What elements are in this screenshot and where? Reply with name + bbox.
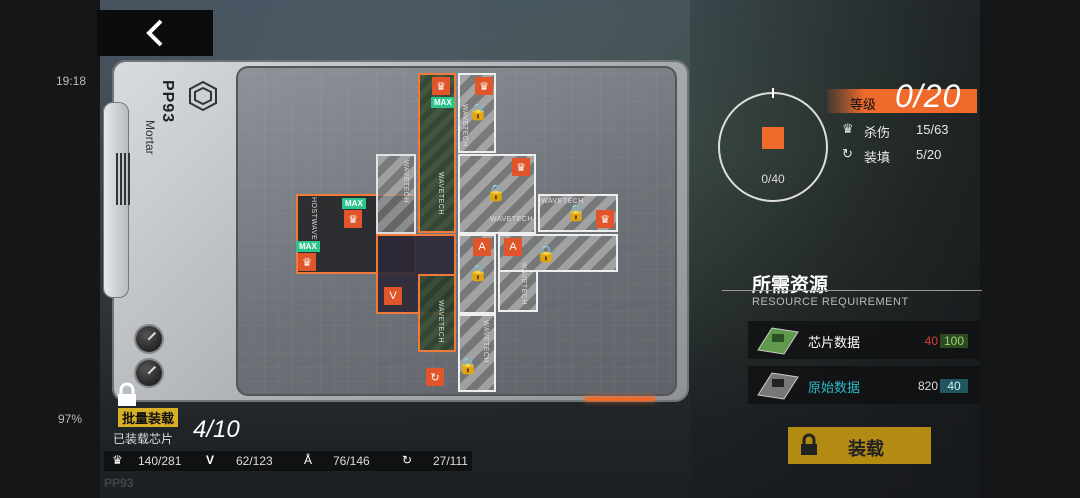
equipped-chips-label: 已装载芯片	[113, 432, 174, 446]
resource-need: 40	[940, 379, 968, 393]
chip-piece-lower-column[interactable]	[418, 274, 456, 352]
lock-icon: 🔒	[458, 358, 478, 375]
resource-row-chip-data[interactable]: 芯片数据 40 100	[748, 321, 980, 359]
card-knob-bottom	[136, 360, 162, 386]
reload-icon: ↻	[842, 146, 853, 161]
gun-name-ghost: PP93	[104, 476, 134, 490]
kill-icon: ♛	[512, 158, 530, 176]
reload-icon: ↻	[426, 368, 444, 386]
battery-label: 97%	[58, 412, 83, 426]
a-icon: A	[473, 238, 491, 256]
lock-icon	[801, 433, 817, 455]
bottom-stats-bar	[104, 451, 472, 471]
reload-icon: ↻	[402, 453, 413, 467]
chip-brand: WAVETECH	[490, 216, 533, 223]
max-badge: MAX	[431, 97, 455, 108]
lock-icon: 🔒	[566, 205, 586, 222]
chip-data-icon	[757, 327, 799, 355]
resource-count: 820 40	[908, 379, 968, 393]
chip-brand: WAVETECH	[541, 198, 584, 205]
v-icon: V	[384, 287, 402, 305]
resource-name: 芯片数据	[808, 335, 861, 350]
resource-need: 100	[940, 334, 968, 348]
lock-icon	[118, 382, 136, 406]
kill-icon: ♛	[432, 77, 450, 95]
kill-stat-label: 杀伤	[864, 125, 891, 140]
kill-icon: ♛	[344, 210, 362, 228]
chip-piece-right-lower-stem[interactable]	[498, 270, 538, 312]
resource-row-raw-data[interactable]: 原始数据 820 40	[748, 366, 980, 404]
resource-have: 820	[917, 379, 938, 393]
max-badge: MAX	[296, 241, 320, 252]
left-margin	[0, 0, 100, 498]
lock-icon: 🔒	[486, 185, 506, 202]
reload-stat-value: 5/20	[916, 147, 942, 162]
chip-brand: WAVETECH	[520, 262, 527, 305]
kill-icon: ♛	[475, 77, 493, 95]
equipped-chips-count: 4/10	[193, 416, 240, 443]
back-button[interactable]	[97, 10, 213, 56]
lock-icon: 🔒	[468, 104, 488, 121]
chip-brand: WAVETECH	[437, 172, 444, 215]
bottom-stat-v: 62/123	[236, 454, 273, 468]
resource-subtitle: RESOURCE REQUIREMENT	[752, 296, 909, 308]
equip-button[interactable]: 装载	[788, 427, 931, 464]
bottom-stat-reload: 27/111	[433, 454, 468, 468]
chip-slot-square	[762, 127, 784, 149]
a-icon: A	[504, 238, 522, 256]
resource-count: 40 100	[908, 334, 968, 348]
kill-icon: ♛	[596, 210, 614, 228]
lock-icon: 🔒	[536, 246, 556, 263]
card-knob-top	[136, 326, 162, 352]
raw-data-icon	[757, 372, 799, 400]
chevron-left-icon	[146, 19, 163, 47]
right-margin	[980, 0, 1080, 498]
time-label: 19:18	[56, 74, 87, 88]
lock-icon: 🔒	[468, 265, 488, 282]
chip-brand: WAVETECH	[461, 104, 468, 147]
v-icon: V	[206, 453, 215, 467]
card-accent-light	[585, 397, 655, 401]
card-grille	[116, 153, 130, 205]
chip-brand: WAVETECH	[482, 320, 489, 363]
chip-brand: WAVETECH	[402, 160, 409, 203]
batch-equip-button[interactable]: 批量装载	[118, 408, 179, 427]
equip-button-label: 装载	[848, 439, 884, 459]
max-badge: MAX	[342, 198, 366, 209]
a-icon: Å	[304, 453, 313, 467]
chip-brand: WAVETECH	[437, 300, 444, 343]
reload-stat-label: 装填	[864, 150, 891, 165]
resource-title: 所需资源	[752, 275, 829, 296]
ring-marker	[772, 88, 774, 98]
resource-have: 40	[924, 334, 938, 348]
kill-icon: ♛	[298, 253, 316, 271]
kill-icon: ♛	[842, 121, 854, 136]
kill-icon: ♛	[112, 453, 123, 467]
ring-value: 0/40	[761, 172, 785, 186]
chip-brand: HOSTWAVE	[310, 197, 317, 241]
resource-name: 原始数据	[808, 380, 861, 395]
chip-piece-bottom-locked[interactable]	[458, 314, 496, 392]
right-panel-shade	[690, 0, 985, 498]
level-label: 等级	[850, 97, 877, 112]
kill-stat-value: 15/63	[916, 122, 949, 137]
resource-divider	[722, 290, 982, 291]
bottom-stat-a: 76/146	[333, 454, 370, 468]
level-bar	[827, 89, 977, 113]
gun-type: Mortar	[143, 120, 157, 155]
hexagon-icon	[189, 80, 217, 112]
bottom-stat-kill: 140/281	[138, 454, 182, 468]
chip-piece-left-top[interactable]	[376, 154, 416, 234]
level-value: 0/20	[895, 78, 962, 114]
gun-name: PP93	[159, 80, 176, 124]
